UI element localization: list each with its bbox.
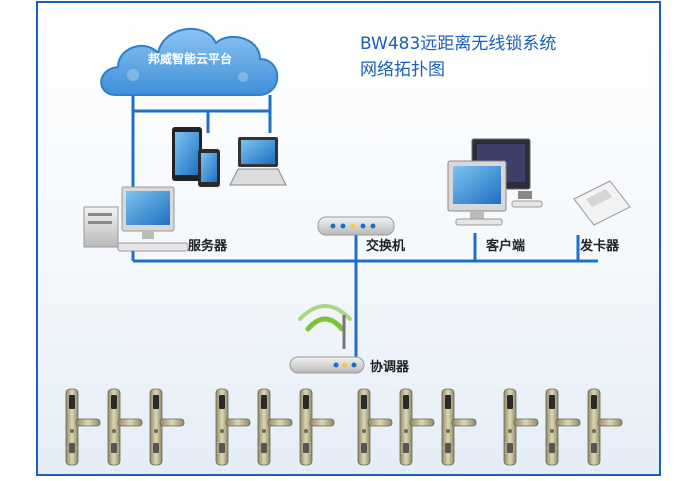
door-lock-icon <box>587 388 623 466</box>
topology-diagram: BW483远距离无线锁系统 网络拓扑图 邦威智能云平台 服务器 <box>65 27 631 466</box>
door-lock-icon <box>149 388 185 466</box>
wifi-icon <box>298 304 352 332</box>
laptop-icon <box>229 137 287 186</box>
card-issuer-label: 发卡器 <box>579 238 620 254</box>
coordinator-label: 协调器 <box>370 359 410 375</box>
switch-device-icon <box>317 216 395 236</box>
diagram-frame: BW483远距离无线锁系统 网络拓扑图 邦威智能云平台 服务器 <box>36 1 661 476</box>
card-issuer-icon <box>573 180 631 226</box>
client-computer-icon <box>447 138 543 226</box>
network-bus <box>131 233 598 368</box>
door-lock-icon <box>257 388 293 466</box>
phone-icon <box>198 149 220 187</box>
server-computer-icon <box>83 186 189 252</box>
client-label: 客户端 <box>486 238 525 254</box>
cloud-links <box>131 95 272 193</box>
door-lock-icon <box>215 388 251 466</box>
server-label: 服务器 <box>188 238 228 254</box>
switch-label: 交换机 <box>366 238 405 254</box>
cloud-platform-icon <box>100 27 279 96</box>
door-lock-icon <box>299 388 335 466</box>
door-lock-icon <box>503 388 539 466</box>
door-lock-icon <box>441 388 477 466</box>
cloud-platform-label: 邦威智能云平台 <box>148 51 232 66</box>
tablet-icon <box>172 127 202 181</box>
door-lock-icon <box>107 388 143 466</box>
diagram-title-line1: BW483远距离无线锁系统 <box>360 34 556 54</box>
door-locks <box>65 388 623 466</box>
door-lock-icon <box>399 388 435 466</box>
coordinator-device-icon <box>289 315 365 374</box>
door-lock-icon <box>65 388 101 466</box>
door-lock-icon <box>545 388 581 466</box>
door-lock-icon <box>357 388 393 466</box>
diagram-title-line2: 网络拓扑图 <box>360 60 445 80</box>
